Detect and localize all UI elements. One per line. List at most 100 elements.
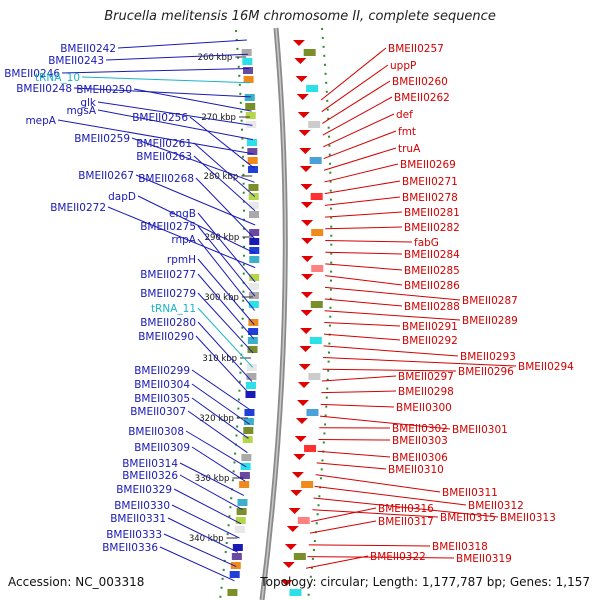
right-leader-line — [316, 462, 387, 470]
right-gene-label: BMEII0282 — [404, 222, 460, 234]
right-leader-line — [320, 47, 387, 101]
forward-gene-block — [243, 76, 254, 83]
left-gene-label: mgsA — [66, 105, 96, 117]
left-gene-label: BMEII0336 — [102, 542, 158, 554]
reverse-gene-arrow — [296, 94, 309, 100]
forward-gene-block — [248, 319, 259, 326]
reverse-gene-block — [293, 553, 306, 560]
right-leader-line — [325, 251, 403, 255]
left-leader-line — [197, 238, 255, 311]
reverse-gene-arrow — [300, 310, 313, 316]
left-leader-line — [191, 383, 250, 425]
forward-gene-block — [247, 166, 258, 173]
right-leader-line — [305, 555, 369, 569]
right-gene-label: BMEII0262 — [394, 92, 450, 104]
right-gene-label: BMEII0291 — [402, 321, 458, 333]
left-gene-label: BMEII0305 — [134, 393, 190, 405]
reverse-gene-arrow — [297, 112, 310, 118]
accession-text: Accession: NC_003318 — [8, 575, 144, 589]
reverse-gene-arrow — [299, 166, 312, 172]
reverse-gene-arrow — [288, 508, 301, 514]
reverse-gene-arrow — [296, 400, 309, 406]
forward-gene-block — [246, 139, 257, 146]
forward-gene-block — [245, 103, 256, 110]
reverse-gene-arrow — [300, 202, 313, 208]
right-gene-label: BMEII0316 — [378, 503, 434, 515]
forward-gene-block — [245, 112, 256, 119]
right-gene-label: BMEII0310 — [388, 464, 444, 476]
left-gene-label: BMEII0272 — [50, 202, 106, 214]
forward-gene-block — [231, 553, 242, 560]
right-leader-line — [323, 345, 459, 357]
reverse-gene-block — [309, 337, 322, 344]
right-gene-label: BMEII0293 — [460, 351, 516, 363]
left-gene-label: BMEII0299 — [134, 365, 190, 377]
left-leader-line — [73, 87, 251, 98]
left-leader-line — [197, 321, 253, 382]
reverse-gene-block — [303, 49, 316, 56]
chromosome-backbone-highlight — [261, 27, 287, 600]
forward-gene-block — [249, 274, 260, 281]
scale-tick-label: 270 kbp — [201, 113, 236, 123]
forward-gene-block — [244, 409, 255, 416]
right-leader-line — [321, 390, 397, 394]
right-leader-line — [308, 544, 431, 547]
forward-gene-block — [242, 58, 253, 65]
right-gene-label: BMEII0289 — [462, 315, 518, 327]
right-gene-label: BMEII0257 — [388, 43, 444, 55]
left-leader-line — [193, 155, 256, 212]
scale-tick-label: 280 kbp — [204, 172, 239, 182]
left-gene-label: BMEII0290 — [138, 331, 194, 343]
right-gene-label: BMEII0271 — [402, 176, 458, 188]
forward-gene-block — [239, 472, 250, 479]
left-leader-line — [57, 119, 254, 155]
right-gene-label: BMEII0312 — [468, 500, 524, 512]
right-leader-line — [313, 497, 499, 518]
left-leader-line — [117, 39, 248, 49]
left-leader-line — [81, 76, 251, 84]
right-leader-line — [307, 556, 455, 559]
forward-gene-block — [227, 589, 238, 596]
forward-gene-block — [234, 526, 245, 533]
reverse-gene-arrow — [295, 76, 308, 82]
right-leader-line — [314, 485, 467, 506]
right-leader-line — [324, 180, 401, 195]
left-leader-line — [195, 335, 252, 397]
reverse-gene-arrow — [300, 292, 313, 298]
right-gene-label: BMEII0318 — [432, 541, 488, 553]
left-gene-label: BMEII0314 — [122, 458, 178, 470]
right-leader-line — [315, 474, 441, 493]
left-gene-label: tRNA_11 — [151, 303, 196, 315]
left-leader-line — [97, 101, 253, 126]
forward-gene-block — [247, 157, 258, 164]
forward-gene-block — [247, 148, 258, 155]
left-leader-line — [197, 307, 254, 368]
right-gene-label: BMEII0292 — [402, 335, 458, 347]
right-gene-label: BMEII0319 — [456, 553, 512, 565]
scale-tick-label: 310 kbp — [202, 354, 237, 364]
left-gene-label: BMEII0279 — [140, 288, 196, 300]
left-leader-line — [179, 474, 243, 511]
right-gene-label: BMEII0298 — [398, 386, 454, 398]
left-gene-label: BMEII0246 — [4, 68, 60, 80]
reverse-gene-block — [308, 373, 321, 380]
left-gene-label: BMEII0309 — [134, 442, 190, 454]
left-leader-line — [105, 53, 249, 61]
right-gene-label: uppP — [390, 60, 416, 72]
right-gene-label: BMEII0313 — [500, 512, 556, 524]
right-gene-label: BMEII0287 — [462, 295, 518, 307]
forward-gene-block — [249, 229, 260, 236]
right-leader-line — [323, 147, 397, 171]
forward-gene-block — [245, 382, 256, 389]
left-gene-label: BMEII0275 — [140, 221, 196, 233]
right-leader-line — [322, 96, 393, 136]
right-leader-line — [311, 507, 377, 522]
reverse-gene-block — [306, 85, 319, 92]
left-gene-label: BMEII0277 — [140, 269, 196, 281]
forward-gene-block — [247, 346, 258, 353]
left-gene-label: engB — [169, 208, 196, 220]
reverse-gene-block — [306, 409, 319, 416]
left-gene-label: BMEII0267 — [78, 170, 134, 182]
scale-tick-label: 290 kbp — [205, 233, 240, 243]
